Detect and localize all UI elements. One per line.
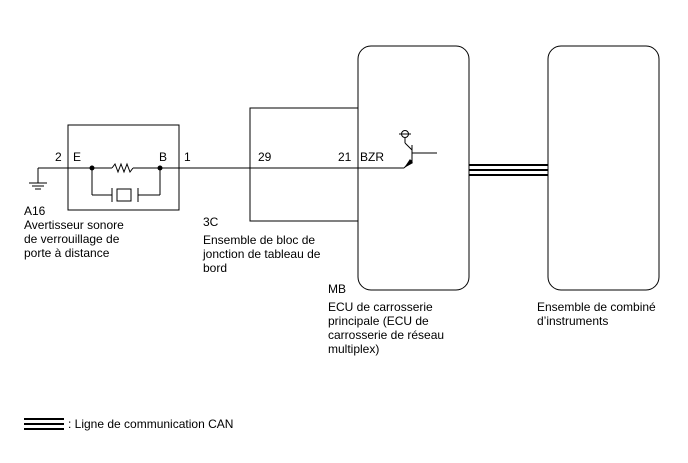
combination-meter-box [547,45,660,291]
a16-pin-b-number: 1 [184,150,191,164]
a16-name-line3: porte à distance [24,246,110,260]
piezo-element-icon [116,188,132,202]
a16-name-line1: Avertisseur sonore [24,218,124,232]
ecu-pin-number: 21 [338,150,352,164]
junction-code: 3C [203,215,219,229]
resistor-icon [111,162,134,174]
a16-pin-b-label: B [159,150,167,164]
a16-code: A16 [24,204,46,218]
a16-pin-e-number: 2 [55,150,62,164]
ecu-name-line3: carrosserie de réseau [328,328,444,342]
junction-pin-number: 29 [258,150,272,164]
can-bus-line [469,164,548,176]
combi-name-line1: Ensemble de combiné [537,300,656,314]
ecu-name-line2: principale (ECU de [328,314,429,328]
a16-node-e [89,165,95,171]
can-legend-icon [24,418,64,430]
ecu-code: MB [328,282,346,296]
ecu-name-line1: ECU de carrosserie [328,300,433,314]
transistor-emitter-arrow [404,159,413,168]
junction-name-line2: jonction de tableau de [202,247,321,261]
combi-name-line2: d’instruments [537,314,608,328]
a16-pin-e-label: E [73,150,81,164]
a16-node-b [157,165,163,171]
power-supply-icon [399,130,411,138]
junction-name-line1: Ensemble de bloc de [203,233,315,247]
a16-buzzer-box [67,124,180,211]
a16-internal-circuit [91,162,161,202]
ecu-name-line4: multiplex) [328,342,379,356]
junction-name-line3: bord [203,261,227,275]
ecu-pin-label: BZR [360,150,384,164]
ground-icon [29,168,47,190]
junction-block-box [249,107,359,222]
a16-name-line2: de verrouillage de [24,232,120,246]
can-legend-label: : Ligne de communication CAN [68,417,233,431]
